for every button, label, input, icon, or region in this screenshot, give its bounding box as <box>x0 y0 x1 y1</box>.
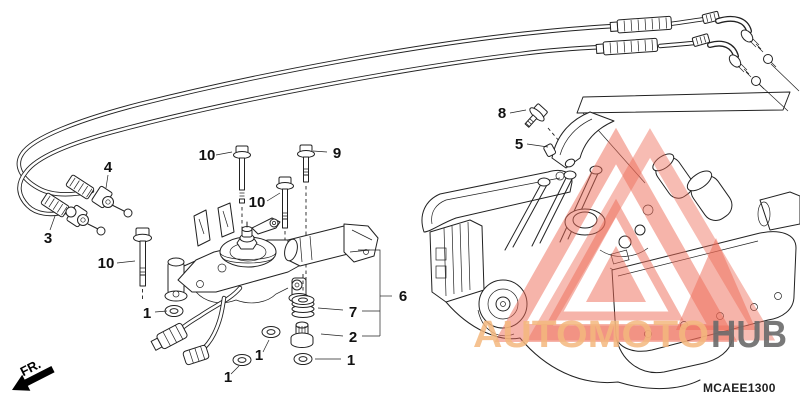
washer-part1-bottom <box>232 354 252 366</box>
callout-labels: 3 4 10 9 10 10 1 1 1 1 7 2 6 8 5 <box>44 105 523 386</box>
callout-1-right: 1 <box>347 352 355 369</box>
callout-3: 3 <box>44 230 52 247</box>
front-direction-marker: FR. <box>12 356 55 391</box>
callout-7: 7 <box>349 304 357 321</box>
cable-end-upper <box>609 10 777 68</box>
cable-end-part3 <box>40 192 106 236</box>
washer-part1-mid <box>261 326 281 338</box>
watermark-logo <box>494 127 776 342</box>
callout-10-top: 10 <box>199 147 216 164</box>
callout-5: 5 <box>515 136 523 153</box>
callout-6: 6 <box>399 288 407 305</box>
washer-part1-right <box>293 353 313 365</box>
callout-2: 2 <box>349 329 357 346</box>
servo-motor-assembly <box>164 202 379 304</box>
watermark-text-hub: HUB <box>711 314 787 356</box>
callout-1-bottom: 1 <box>224 369 232 386</box>
callout-1-mid: 1 <box>255 347 263 364</box>
flange-bolt-8 <box>524 103 548 128</box>
throttle-cables <box>16 16 708 217</box>
flange-bolt-9 <box>297 144 315 298</box>
flange-bolt-10-left <box>133 227 152 299</box>
watermark-text-automoto: AUTOMOTO <box>473 314 709 356</box>
callout-10-left: 10 <box>98 255 115 272</box>
callout-10-mid: 10 <box>249 194 266 211</box>
watermark-brand-text: AUTOMOTO HUB <box>473 314 787 356</box>
callout-1-left: 1 <box>143 305 151 322</box>
diagram-code: MCAEE1300 <box>703 381 776 395</box>
wire-harness <box>150 285 243 366</box>
mount-part2 <box>290 321 314 348</box>
callout-4: 4 <box>104 159 113 176</box>
bracket-6-leader <box>317 249 392 337</box>
grommet-part7 <box>291 274 315 318</box>
cable-end-lower <box>595 33 765 90</box>
cable-end-part4 <box>65 174 133 218</box>
front-arrow-icon <box>12 365 55 391</box>
callout-9: 9 <box>333 145 341 162</box>
callout-8: 8 <box>498 105 506 122</box>
flange-bolt-10-mid <box>276 176 294 244</box>
washer-part1-left <box>164 305 184 317</box>
callout-leader-lines <box>49 109 549 375</box>
